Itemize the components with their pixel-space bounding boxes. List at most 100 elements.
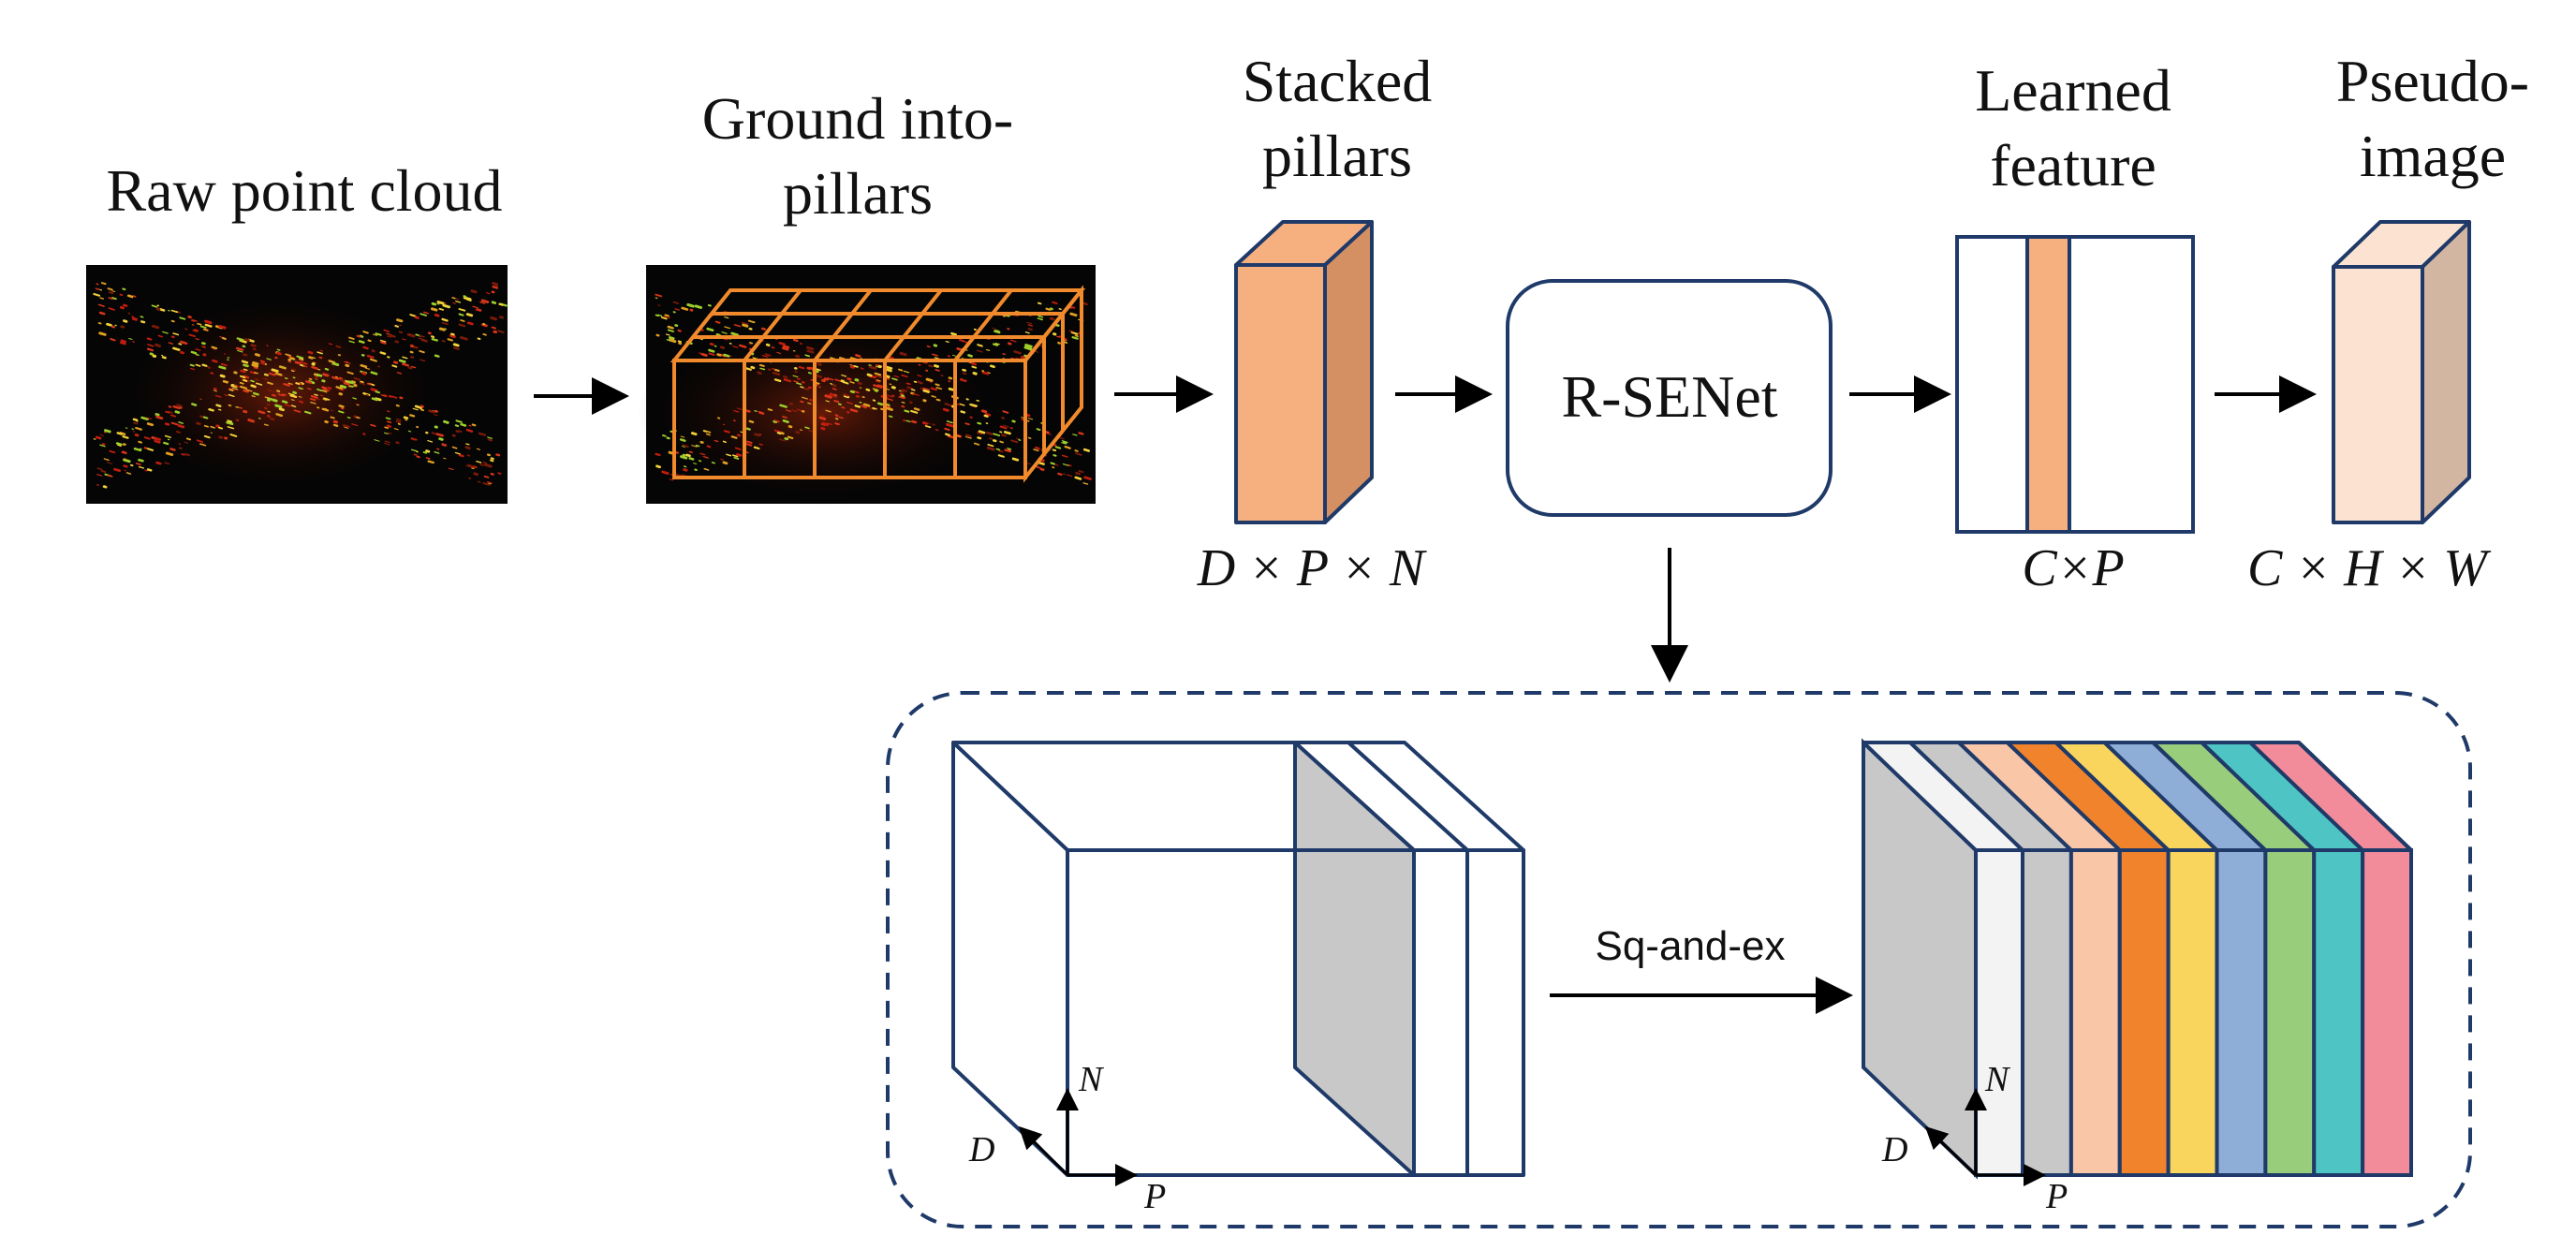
point-speckle (131, 316, 135, 318)
point-speckle (339, 384, 347, 390)
point-speckle (435, 433, 444, 437)
channel-front-face (1974, 848, 2024, 1177)
point-speckle (420, 338, 428, 343)
point-speckle (807, 402, 812, 404)
point-speckle (217, 408, 222, 411)
point-speckle (498, 316, 505, 319)
point-speckle (999, 425, 1008, 430)
point-speckle (170, 421, 179, 426)
point-speckle (431, 335, 435, 338)
channel-front-face (2263, 848, 2317, 1177)
point-speckle (792, 375, 799, 378)
point-speckle (249, 371, 257, 375)
point-speckle (1057, 341, 1061, 345)
point-speckle (846, 377, 852, 381)
point-speckle (460, 319, 465, 322)
point-speckle (924, 425, 932, 429)
point-speckle (389, 333, 396, 338)
point-speckle (281, 400, 288, 404)
point-speckle (977, 436, 982, 440)
point-speckle (147, 344, 155, 347)
point-speckle (293, 409, 302, 413)
point-speckle (901, 404, 905, 408)
point-speckle (978, 430, 986, 434)
point-speckle (212, 359, 218, 363)
point-speckle (438, 307, 445, 311)
point-speckle (396, 418, 402, 421)
point-speckle (93, 438, 96, 440)
point-speckle (227, 419, 233, 423)
point-speckle (146, 422, 155, 427)
point-speckle (104, 429, 111, 434)
point-speckle (1007, 342, 1012, 346)
point-speckle (384, 432, 389, 434)
point-speckle (300, 361, 308, 365)
point-speckle (1062, 441, 1067, 445)
point-speckle (298, 387, 303, 390)
point-speckle (234, 385, 241, 388)
point-speckle (922, 387, 931, 391)
point-speckle (434, 451, 440, 454)
point-speckle (195, 363, 201, 367)
point-speckle (380, 394, 387, 397)
point-speckle (748, 419, 755, 424)
point-speckle (185, 437, 192, 441)
point-speckle (807, 372, 812, 375)
point-speckle (700, 352, 708, 358)
point-speckle (436, 300, 445, 305)
point-speckle (1009, 427, 1013, 430)
point-speckle (332, 419, 339, 424)
point-speckle (441, 443, 448, 447)
point-speckle (387, 335, 392, 338)
point-speckle (239, 339, 247, 344)
point-speckle (303, 410, 312, 415)
point-speckle (285, 353, 292, 357)
point-speckle (843, 394, 850, 399)
point-speckle (667, 329, 674, 332)
point-speckle (463, 296, 472, 301)
point-speckle (716, 353, 722, 357)
point-speckle (448, 467, 454, 471)
point-speckle (1026, 413, 1031, 418)
point-speckle (353, 376, 361, 381)
point-speckle (994, 343, 1000, 346)
point-speckle (287, 392, 295, 396)
point-speckle (708, 348, 715, 353)
point-speckle (410, 449, 418, 452)
point-speckle (750, 365, 756, 370)
point-speckle (379, 351, 387, 355)
point-speckle (243, 363, 249, 368)
point-speckle (477, 337, 481, 340)
point-speckle (1009, 339, 1017, 343)
point-speckle (482, 482, 491, 486)
point-speckle (458, 313, 464, 316)
point-speckle (773, 419, 780, 423)
point-speckle (935, 429, 939, 432)
point-speckle (931, 395, 936, 398)
point-speckle (272, 398, 278, 403)
point-speckle (482, 332, 487, 336)
point-speckle (1026, 321, 1033, 325)
point-speckle (681, 306, 689, 311)
point-speckle (685, 453, 691, 458)
point-speckle (1049, 316, 1055, 321)
point-speckle (806, 366, 812, 371)
point-speckle (981, 371, 990, 375)
point-speckle (990, 364, 995, 369)
point-speckle (255, 378, 259, 381)
point-speckle (241, 360, 249, 364)
point-speckle (466, 463, 476, 469)
point-speckle (719, 346, 726, 349)
point-speckle (1001, 434, 1007, 437)
point-speckle (714, 439, 719, 443)
point-speckle (295, 382, 301, 386)
point-speckle (736, 407, 743, 411)
point-speckle (214, 394, 222, 398)
point-speckle (319, 349, 324, 352)
point-speckle (745, 409, 751, 413)
point-speckle (760, 327, 767, 331)
point-speckle (177, 424, 185, 429)
point-speckle (677, 340, 682, 343)
point-speckle (346, 380, 354, 385)
point-speckle (240, 375, 246, 379)
